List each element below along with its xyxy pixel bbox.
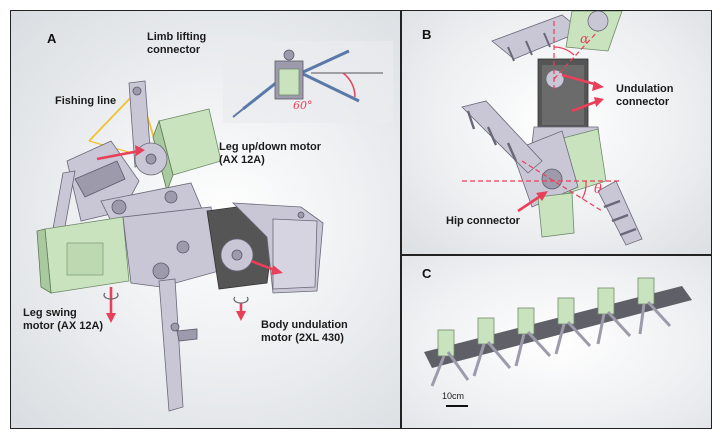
module-2: [472, 317, 512, 377]
alpha-symbol: α: [580, 32, 589, 47]
panel-b-illustration: [461, 11, 643, 246]
scale-bar-label: 10cm: [442, 391, 465, 401]
module-5: [596, 287, 632, 345]
module-1: [430, 329, 470, 387]
module-3: [514, 307, 552, 367]
module-6: [637, 277, 672, 335]
leg-updown-motor-label: Leg up/down motor (AX 12A): [219, 141, 322, 166]
panel-c: C: [401, 255, 712, 429]
angle-guides: [462, 21, 622, 212]
leg-swing-motor-label: Leg swing motor (AX 12A): [23, 307, 104, 332]
hip-connector-label: Hip connector: [446, 215, 520, 227]
robot-modules: [430, 277, 672, 387]
panel-b-label: B: [422, 27, 432, 42]
hip-bracket-graphic: [122, 206, 220, 288]
arrows-panel-b: [517, 73, 604, 213]
body-undulation-motor-label: Body undulation motor (2XL 430): [261, 319, 348, 344]
panel-b: B: [401, 10, 712, 255]
leg-swing-motor-graphic: [36, 216, 130, 294]
rotation-indicators: [103, 292, 249, 304]
body-undulation-motor-graphic: [206, 202, 324, 294]
upper-segment-graphic: [491, 11, 623, 62]
inset-top-view: [223, 41, 393, 123]
undulation-connector-label: Undulation connector: [616, 83, 674, 108]
lower-leg-graphic: [158, 278, 198, 412]
leg-arcs-graphic: [461, 100, 643, 246]
fishing-line-label: Fishing line: [55, 95, 117, 107]
panel-a-label: A: [47, 31, 57, 46]
panel-c-illustration: [424, 277, 692, 407]
panel-a-illustration: [36, 41, 393, 412]
limb-lifting-connector-label: Limb lifting connector: [147, 31, 207, 56]
inset-angle-label: 60°: [293, 99, 313, 112]
arrows-panel-a: [96, 145, 283, 323]
panel-c-label: C: [422, 266, 432, 281]
theta-symbol: θ: [594, 182, 602, 197]
module-4: [554, 297, 592, 355]
panel-a: A: [10, 10, 401, 429]
